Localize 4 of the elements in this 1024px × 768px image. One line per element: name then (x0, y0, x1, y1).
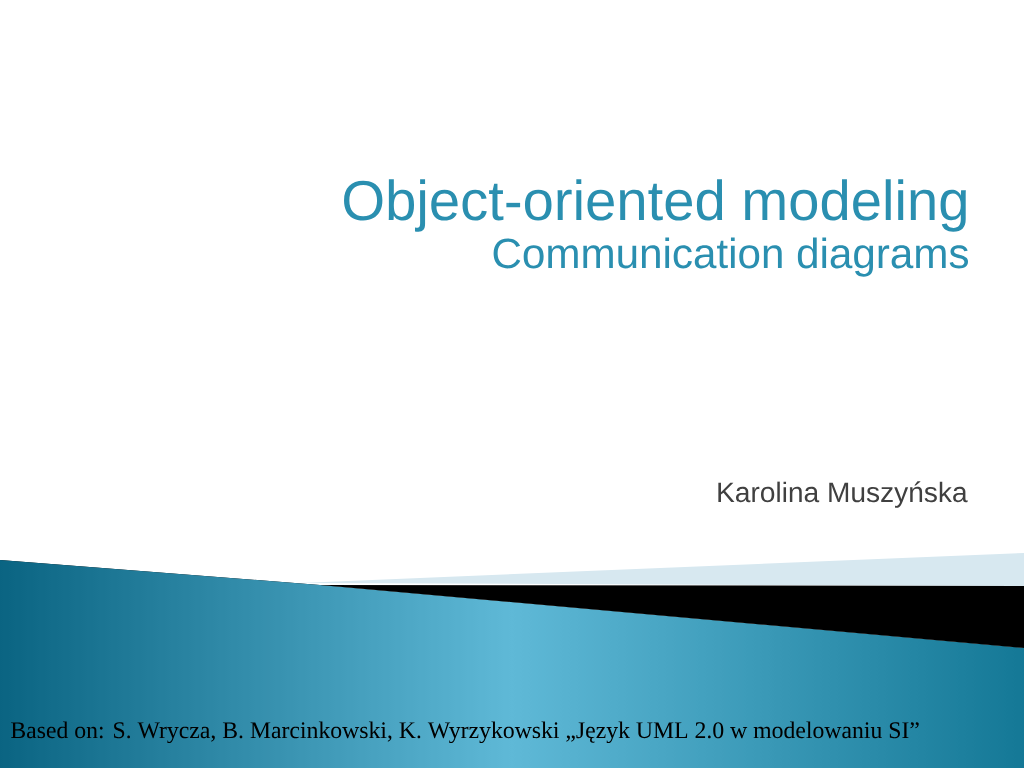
subtitle: Communication diagrams (493, 237, 968, 277)
source-note: Based on: S. Wrycza, B. Marcinkowski, K. Wyrzykowski „Język UML 2.0 w modelowaniu SI” (11, 721, 919, 744)
slide-title: Object-oriented modeling (344, 179, 966, 232)
author-name: Karolina Muszyńska (718, 481, 968, 508)
